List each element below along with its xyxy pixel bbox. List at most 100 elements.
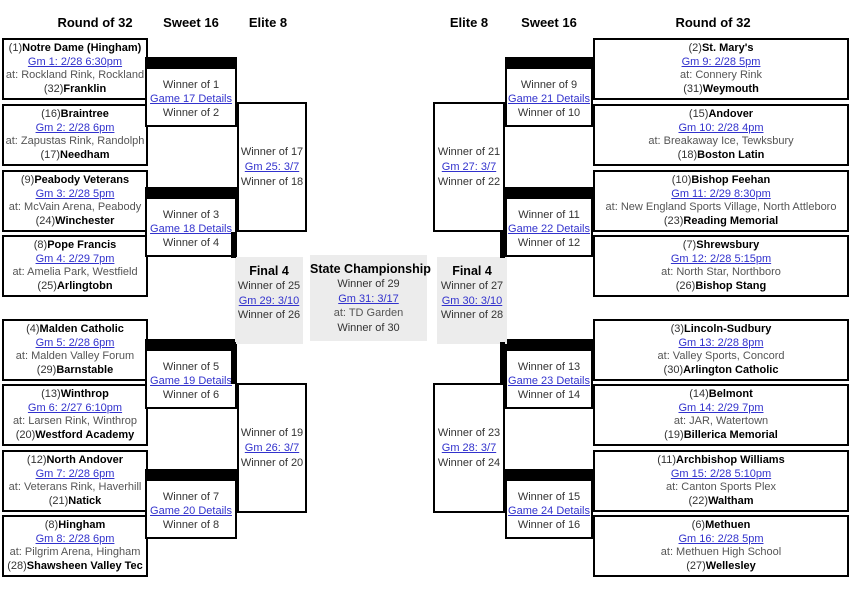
- team-bottom-line: (31)Weymouth: [595, 83, 847, 97]
- game-11-link[interactable]: Gm 11: 2/29 8:30pm: [671, 187, 771, 200]
- game-18-details-link[interactable]: Game 18 Details: [150, 223, 232, 235]
- winner-top-slot: Winner of 23: [437, 426, 501, 439]
- game-1-link[interactable]: Gm 1: 2/28 6:30pm: [27, 55, 123, 68]
- game-10-link[interactable]: Gm 10: 2/28 4pm: [678, 121, 764, 134]
- team-top-line: (16)Braintree: [4, 108, 146, 122]
- team-bottom-line: (21)Natick: [4, 495, 146, 509]
- team-name: Weymouth: [702, 82, 759, 95]
- game-link-line: Gm 3: 2/28 5pm: [4, 188, 146, 202]
- team-seed: (27): [686, 559, 706, 572]
- team-name: Belmont: [708, 388, 753, 400]
- game-link-line: Gm 28: 3/7: [435, 441, 503, 456]
- game-13-link[interactable]: Gm 13: 2/28 8pm: [678, 336, 764, 349]
- venue-line: at: Methuen High School: [660, 546, 782, 558]
- game-23-details-link[interactable]: Game 23 Details: [508, 375, 590, 387]
- venue-line: at: Breakaway Ice, Tewksbury: [648, 135, 794, 147]
- team-top-line: (15)Andover: [595, 108, 847, 122]
- team-seed: (29): [36, 363, 57, 376]
- game-29-link[interactable]: Gm 29: 3/10: [238, 294, 300, 307]
- game-22-details-link[interactable]: Game 22 Details: [508, 223, 590, 235]
- winner-bottom-slot: Winner of 6: [162, 389, 220, 401]
- team-bottom-line: (25)Arlingtobn: [4, 280, 146, 294]
- game-20-details-link[interactable]: Game 20 Details: [150, 505, 232, 517]
- team-name: Westford Academy: [35, 428, 135, 441]
- game-link-line: Gm 2: 2/28 6pm: [4, 122, 146, 136]
- final-four-title: Final 4: [452, 264, 492, 278]
- connector-bar: [147, 341, 235, 351]
- game-28-link[interactable]: Gm 28: 3/7: [441, 441, 497, 454]
- game-25-link[interactable]: Gm 25: 3/7: [244, 160, 300, 173]
- team-top-line: (6)Methuen: [595, 519, 847, 533]
- game-link-line: Game 21 Details: [507, 92, 591, 106]
- team-seed: (23): [663, 214, 684, 227]
- game-link-line: Gm 26: 3/7: [239, 441, 305, 456]
- game-14-link[interactable]: Gm 14: 2/29 7pm: [678, 401, 764, 414]
- team-name: Arlingtobn: [56, 279, 113, 292]
- team-seed: (17): [40, 148, 61, 161]
- game-15-link[interactable]: Gm 15: 2/28 5:10pm: [670, 467, 772, 480]
- game-21-details-link[interactable]: Game 21 Details: [508, 93, 590, 105]
- game-2-link[interactable]: Gm 2: 2/28 6pm: [35, 121, 115, 134]
- game-8-link[interactable]: Gm 8: 2/28 6pm: [35, 532, 115, 545]
- team-bottom-line: (18)Boston Latin: [595, 149, 847, 163]
- connector-bar: [507, 59, 591, 69]
- game-link-line: Gm 14: 2/29 7pm: [595, 402, 847, 416]
- game-19-details-link[interactable]: Game 19 Details: [150, 375, 232, 387]
- team-seed: (22): [688, 494, 709, 507]
- game-5-link[interactable]: Gm 5: 2/28 6pm: [35, 336, 115, 349]
- game-26-link[interactable]: Gm 26: 3/7: [244, 441, 300, 454]
- game-4-link[interactable]: Gm 4: 2/29 7pm: [35, 252, 115, 265]
- game-9-link[interactable]: Gm 9: 2/28 5pm: [681, 55, 761, 68]
- header-sweet-16-left: Sweet 16: [163, 15, 219, 30]
- connector-bar: [507, 471, 591, 481]
- winner-top-slot: Winner of 1: [162, 79, 220, 91]
- header-round-of-32-right: Round of 32: [675, 15, 751, 30]
- championship-top-slot: Winner of 29: [337, 278, 400, 290]
- game-27-link[interactable]: Gm 27: 3/7: [441, 160, 497, 173]
- game-30-link[interactable]: Gm 30: 3/10: [441, 294, 503, 307]
- team-seed: (21): [48, 494, 69, 507]
- game-link-line: Gm 10: 2/28 4pm: [595, 122, 847, 136]
- game-24-details-link[interactable]: Game 24 Details: [508, 505, 590, 517]
- team-name: Malden Catholic: [39, 323, 124, 335]
- team-name: Notre Dame (Hingham): [22, 42, 142, 54]
- team-bottom-line: (30)Arlington Catholic: [595, 364, 847, 378]
- bracket-connector: [231, 232, 236, 258]
- team-bottom-line: (23)Reading Memorial: [595, 215, 847, 229]
- game-7-link[interactable]: Gm 7: 2/28 6pm: [35, 467, 115, 480]
- championship-venue: at: TD Garden: [333, 307, 404, 319]
- team-name: North Andover: [46, 454, 124, 466]
- team-top-line: (13)Winthrop: [4, 388, 146, 402]
- team-name: Methuen: [705, 519, 751, 531]
- game-12-link[interactable]: Gm 12: 2/28 5:15pm: [670, 252, 772, 265]
- team-top-line: (3)Lincoln-Sudbury: [595, 323, 847, 337]
- team-seed: (28): [7, 559, 27, 572]
- winner-top-slot: Winner of 19: [240, 426, 304, 439]
- game-17-details-link[interactable]: Game 17 Details: [150, 93, 232, 105]
- game-3-link[interactable]: Gm 3: 2/28 5pm: [35, 187, 115, 200]
- team-bottom-line: (17)Needham: [4, 149, 146, 163]
- final-four-top-slot: Winner of 27: [440, 280, 504, 292]
- winner-top-slot: Winner of 5: [162, 361, 220, 373]
- game-31-link[interactable]: Gm 31: 3/17: [338, 292, 399, 305]
- game-6-link[interactable]: Gm 6: 2/27 6:10pm: [27, 401, 123, 414]
- winner-bottom-slot: Winner of 10: [517, 107, 581, 119]
- game-16-link[interactable]: Gm 16: 2/28 5pm: [678, 532, 764, 545]
